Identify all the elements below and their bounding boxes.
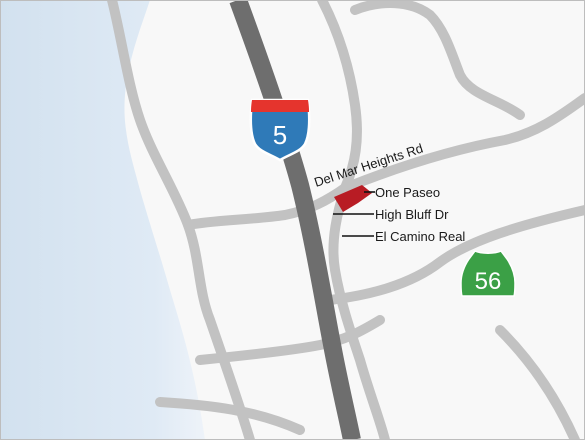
- el-camino-real-road: [328, 183, 390, 440]
- state-route-shield-icon: 56: [460, 250, 516, 297]
- one-paseo-label: One Paseo: [375, 185, 440, 200]
- northeast-road: [350, 0, 525, 120]
- high-bluff-dr-label: High Bluff Dr: [375, 207, 449, 222]
- del-mar-heights-road-east: [340, 93, 585, 193]
- far-east-road: [495, 325, 580, 440]
- del-mar-heights-road-west: [183, 183, 350, 230]
- route-56-road: [325, 205, 585, 305]
- ocean: [0, 0, 205, 440]
- state-route-number: 56: [475, 268, 502, 295]
- north-road: [317, 0, 362, 193]
- interstate-shield-icon: 5: [249, 98, 311, 162]
- southwest-road: [155, 397, 305, 435]
- one-paseo-site-marker: [334, 185, 372, 212]
- lower-east-road: [195, 315, 385, 365]
- interstate-5-freeway: [229, 0, 361, 440]
- el-camino-real-label: El Camino Real: [375, 229, 465, 244]
- interstate-number: 5: [273, 120, 287, 150]
